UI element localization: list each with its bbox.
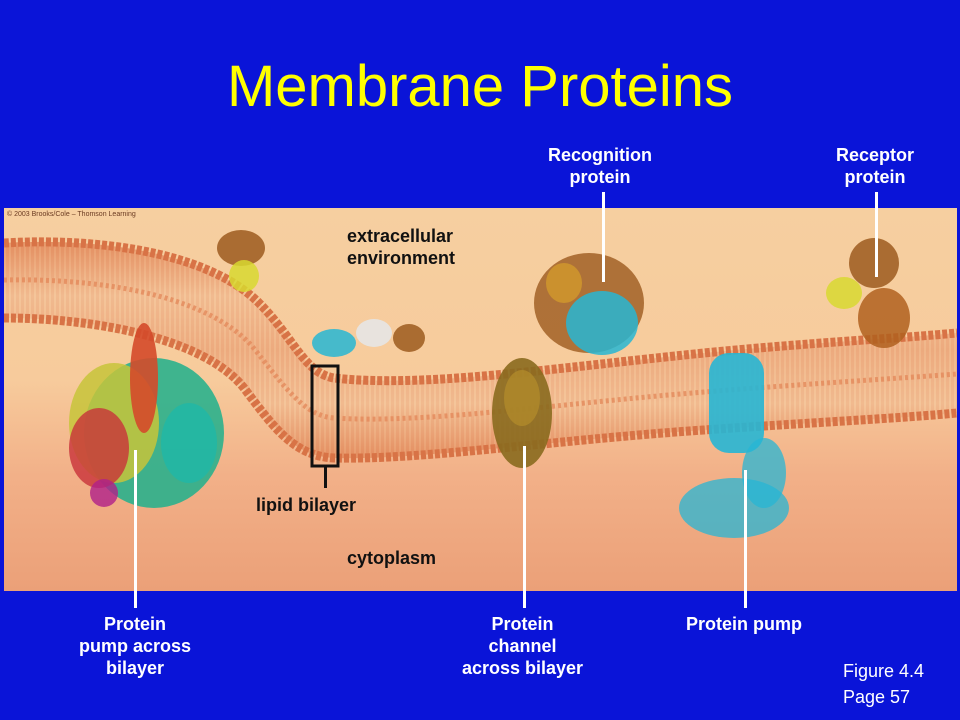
extracellular-label: extracellular environment <box>347 226 456 268</box>
figure-reference: Figure 4.4 Page 57 <box>843 658 924 710</box>
receptor-protein-label: Receptor protein <box>835 145 915 187</box>
floating-protein-upper-left <box>217 230 265 292</box>
figure-number: Figure 4.4 <box>843 661 925 681</box>
channel-leader-line <box>523 446 526 608</box>
protein-pump-label: Protein pump <box>686 614 802 634</box>
pump-across-bilayer-label: Protein pump across bilayer <box>78 614 192 678</box>
protein-pump <box>679 353 789 538</box>
receptor-leader-line <box>875 192 878 277</box>
recognition-protein-label: Recognition protein <box>548 145 652 187</box>
protein-channel-label: Protein channel across bilayer <box>461 614 584 678</box>
membrane-illustration: © 2003 Brooks/Cole – Thomson Learning <box>4 208 957 591</box>
surface-protein-cluster <box>312 319 425 357</box>
pump-across-bilayer-protein <box>69 323 224 508</box>
protein-channel <box>492 358 552 468</box>
recognition-leader-line <box>602 192 605 282</box>
copyright-notice: © 2003 Brooks/Cole – Thomson Learning <box>7 211 136 218</box>
receptor-protein <box>826 238 910 348</box>
figure-page: Page 57 <box>843 687 911 707</box>
membrane-diagram <box>4 230 957 538</box>
lipid-bilayer-label: lipid bilayer <box>256 495 357 515</box>
page-title: Membrane Proteins <box>226 54 734 119</box>
pump-across-leader-line <box>134 450 137 608</box>
pump-leader-line <box>744 470 747 608</box>
cytoplasm-label: cytoplasm <box>347 548 437 568</box>
recognition-protein <box>534 253 644 355</box>
